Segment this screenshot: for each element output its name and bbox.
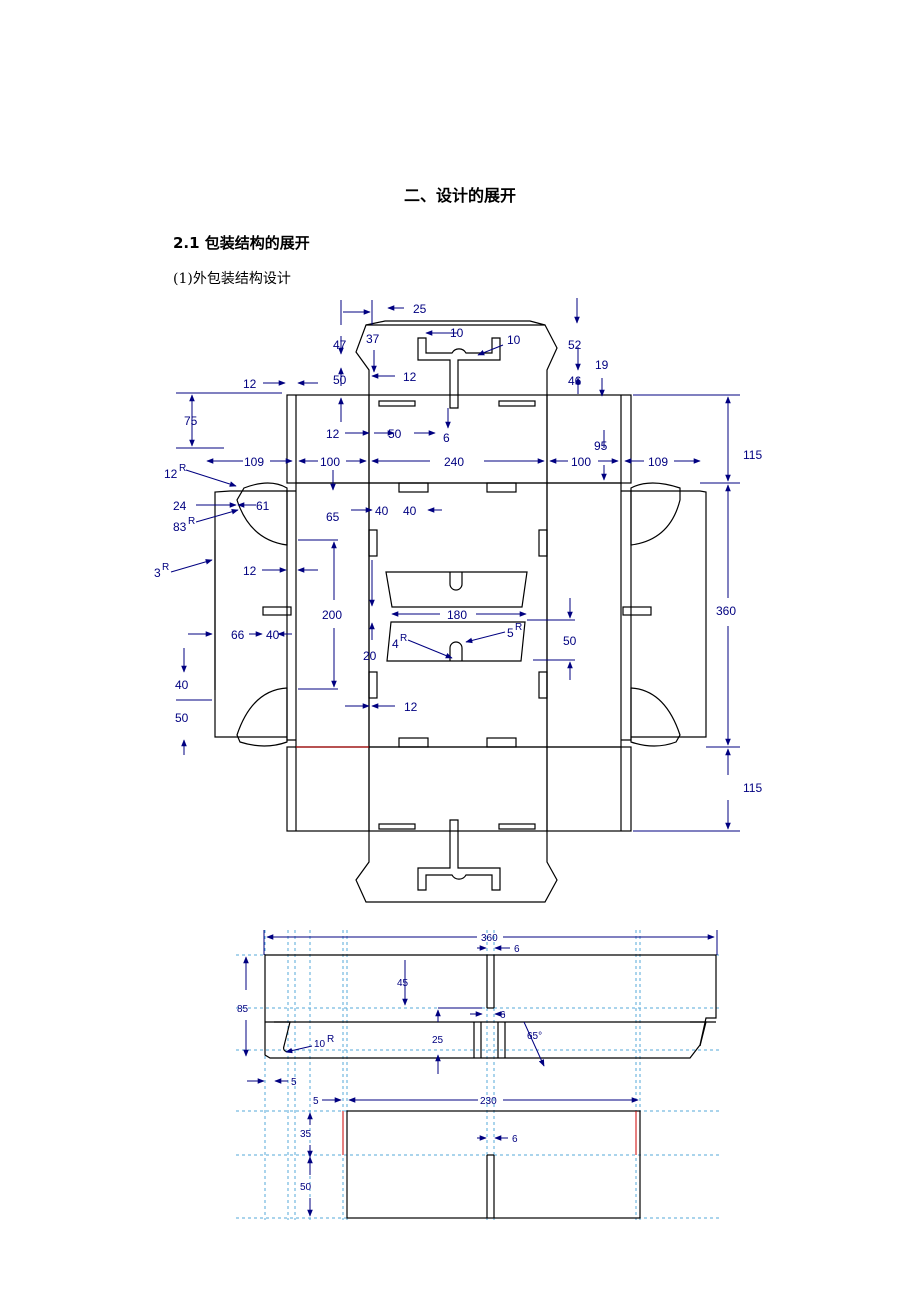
outer-box-dieline (214, 320, 707, 903)
dim-label: 37 (366, 332, 380, 346)
radius-mark: R (515, 622, 522, 633)
dim-label: 40 (375, 504, 389, 518)
dim-label: 360 (716, 604, 736, 618)
dim-label: 66 (231, 628, 245, 642)
dim-label: 75 (184, 414, 198, 428)
dim-label: 6 (512, 1134, 518, 1145)
dim-label: 52 (568, 338, 582, 352)
dim-label: 65 (326, 510, 340, 524)
dim-label: 25 (432, 1035, 444, 1046)
partition-dimensions: 360 6 85 45 6 25 65° 10 R 5 5 230 35 6 5… (237, 930, 718, 1217)
dim-label: 6 (443, 431, 450, 445)
dim-label: 24 (173, 499, 187, 513)
dim-label: 35 (300, 1129, 312, 1140)
dim-label: 100 (320, 455, 340, 469)
dim-label: 40 (403, 504, 417, 518)
dim-label: 19 (595, 358, 609, 372)
dim-label: 65° (527, 1031, 542, 1042)
dim-label: 3 (154, 566, 161, 580)
dim-label: 240 (444, 455, 464, 469)
subsection-heading: (1)外包装结构设计 (173, 271, 291, 287)
partition-long (264, 954, 717, 1059)
partition-guides (236, 930, 722, 1220)
dim-label: 40 (175, 678, 189, 692)
dim-label: 360 (481, 933, 498, 944)
dim-label: 10 (450, 326, 464, 340)
dim-label: 47 (333, 338, 347, 352)
page-heading: 二、设计的展开 (403, 186, 516, 205)
dim-label: 5 (313, 1096, 319, 1107)
dim-label: 12 (243, 564, 257, 578)
dim-label: 115 (743, 781, 762, 795)
dim-label: 6 (500, 1010, 506, 1021)
dim-label: 10 (314, 1039, 326, 1050)
dim-label: 61 (256, 499, 270, 513)
dim-label: 180 (447, 608, 467, 622)
dim-label: 200 (322, 608, 342, 622)
radius-mark: R (188, 516, 195, 527)
dim-label: 45 (397, 978, 409, 989)
dim-label: 12 (243, 377, 257, 391)
dim-label: 12 (164, 467, 178, 481)
partition-short (342, 1110, 641, 1219)
dim-label: 4 (392, 637, 399, 651)
radius-mark: R (162, 562, 169, 573)
dim-label: 83 (173, 520, 187, 534)
radius-mark: R (400, 633, 407, 644)
dim-label: 20 (363, 649, 377, 663)
dim-label: 50 (175, 711, 189, 725)
radius-mark: R (327, 1034, 334, 1045)
dim-label: 230 (480, 1096, 497, 1107)
dim-label: 50 (333, 373, 347, 387)
dim-label: 25 (413, 302, 427, 316)
dim-label: 109 (648, 455, 668, 469)
dim-label: 95 (594, 439, 608, 453)
dim-label: 40 (266, 628, 280, 642)
dim-label: 85 (237, 1004, 249, 1015)
dim-label: 50 (388, 427, 402, 441)
dim-label: 50 (563, 634, 577, 648)
dim-label: 12 (326, 427, 340, 441)
dim-label: 5 (507, 626, 514, 640)
dim-label: 5 (291, 1077, 297, 1088)
outer-box-dimensions: 25 10 10 47 37 52 50 12 46 19 12 75 12 5… (154, 298, 762, 832)
section-heading: 2.1 包装结构的展开 (173, 234, 310, 252)
dim-label: 100 (571, 455, 591, 469)
dim-label: 6 (514, 944, 520, 955)
dim-label: 12 (403, 370, 417, 384)
dim-label: 12 (404, 700, 418, 714)
dim-label: 109 (244, 455, 264, 469)
dim-label: 46 (568, 374, 582, 388)
dim-label: 115 (743, 448, 762, 462)
radius-mark: R (179, 463, 186, 474)
dim-label: 50 (300, 1182, 312, 1193)
dim-label: 10 (507, 333, 521, 347)
